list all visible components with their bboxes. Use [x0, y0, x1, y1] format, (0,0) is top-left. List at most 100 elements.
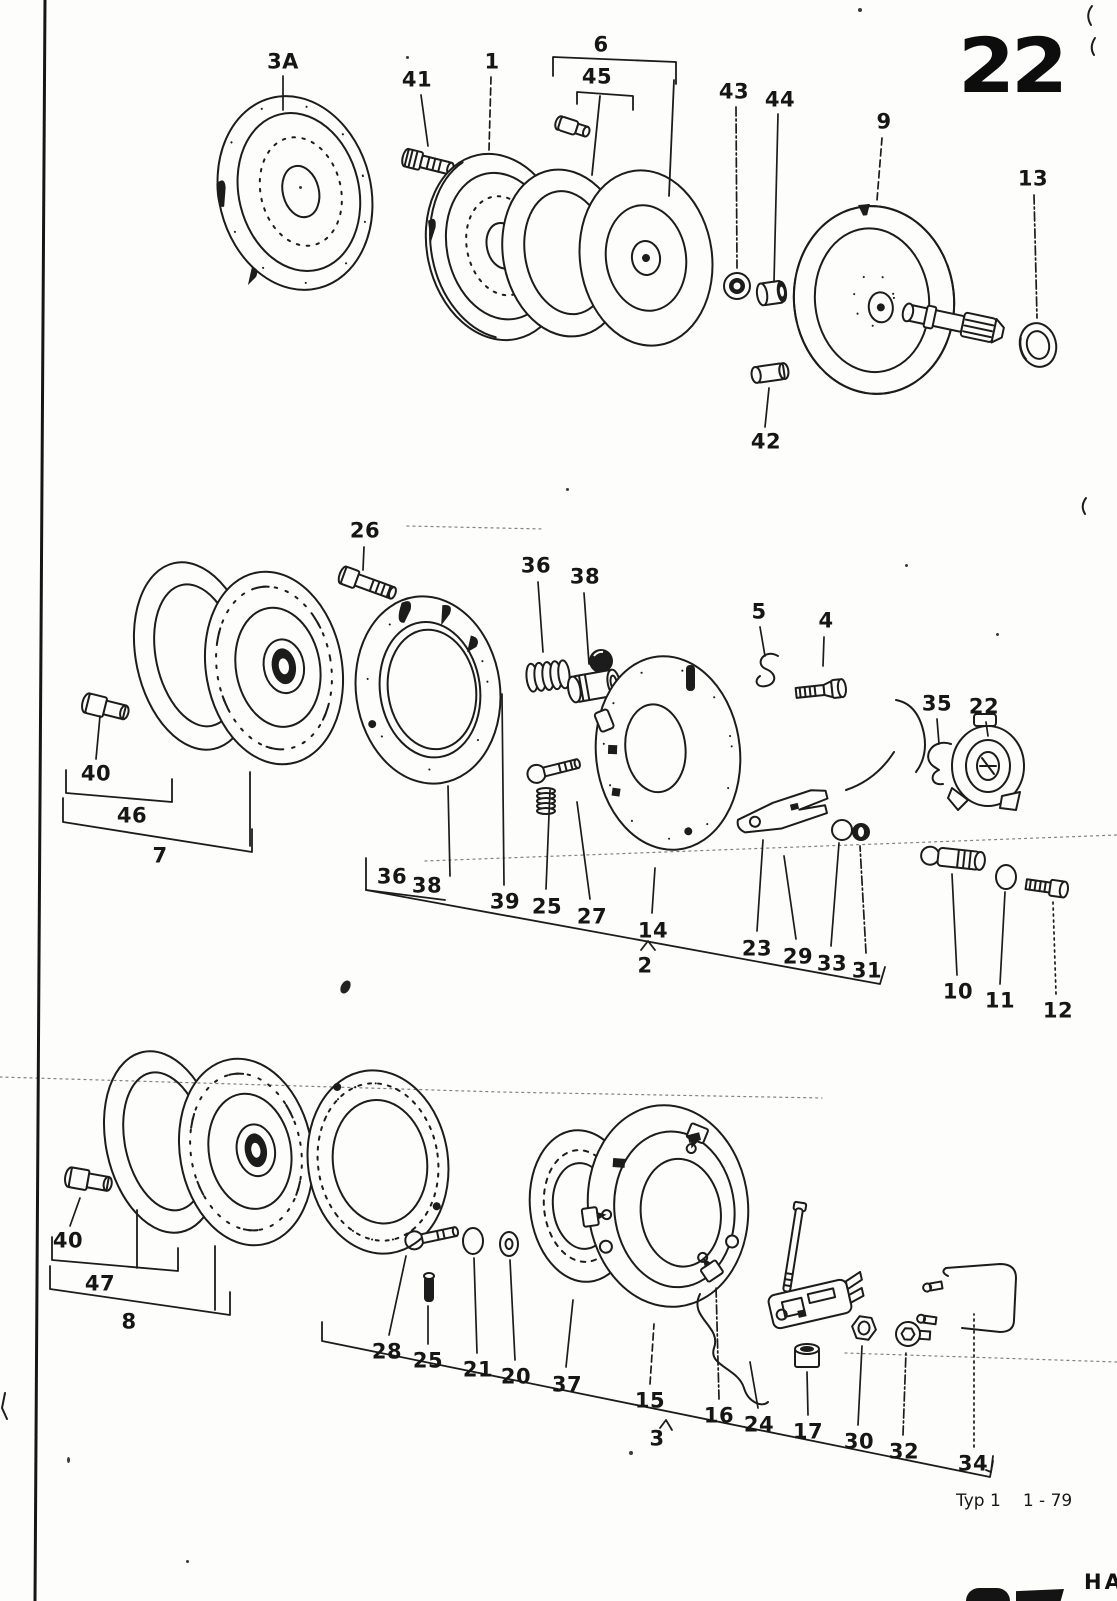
leader-line	[1033, 194, 1038, 319]
part-washer-21	[462, 1227, 484, 1255]
part-clutch-disc-mid	[203, 570, 345, 766]
part-sleeve-38	[566, 668, 622, 704]
part-wire-clip-34	[916, 1263, 1017, 1333]
leader-line	[583, 592, 590, 665]
callout-label-47: 47	[84, 1271, 116, 1296]
leader-line	[659, 1419, 673, 1431]
part-pressure-plate-3a	[216, 95, 374, 291]
callout-label-20: 20	[500, 1364, 532, 1389]
callout-label-38: 38	[569, 564, 601, 589]
page-margin-line	[33, 0, 47, 1601]
callout-label-27: 27	[576, 904, 608, 929]
callout-label-14: 14	[637, 918, 669, 943]
leader-line	[859, 845, 867, 954]
leader-line	[649, 1323, 655, 1385]
leader-line	[985, 721, 989, 737]
leader-line	[749, 1361, 759, 1409]
callout-label-17: 17	[792, 1419, 824, 1444]
callout-label-46: 46	[116, 803, 148, 828]
part-cap-nut-39	[589, 649, 613, 673]
callout-label-36: 36	[520, 553, 552, 578]
part-bolt-12	[1024, 878, 1070, 899]
part-pin-25-bottom	[423, 1272, 435, 1302]
callout-label-41: 41	[401, 67, 433, 92]
part-bolt-40-mid	[81, 692, 130, 721]
part-bolt-32	[895, 1321, 932, 1347]
footer-print-blob	[1016, 1589, 1064, 1601]
part-nut-30	[851, 1315, 877, 1341]
part-s-hook-5	[755, 652, 779, 688]
leader-line	[783, 855, 797, 940]
leader-line	[773, 113, 779, 283]
leader-line	[1052, 901, 1057, 995]
leader-line	[406, 525, 544, 530]
callout-label-43: 43	[718, 79, 750, 104]
leader-line	[735, 106, 738, 269]
page-number: 22	[958, 22, 1068, 111]
part-washer-20	[499, 1231, 519, 1257]
part-perforated-plate-2	[593, 655, 742, 851]
callout-label-39: 39	[489, 889, 521, 914]
leader-line	[501, 693, 505, 886]
leader-line	[764, 387, 770, 428]
scan-speck	[996, 633, 999, 636]
callout-label-15: 15	[634, 1388, 666, 1413]
callout-label-16: 16	[703, 1403, 735, 1428]
part-eye-bolt-28	[404, 1226, 460, 1251]
part-bolt-4	[794, 678, 847, 699]
callout-label-3: 3	[649, 1426, 665, 1451]
leader-line	[999, 891, 1006, 985]
callout-label-10: 10	[942, 979, 974, 1004]
part-lever-24	[767, 1270, 865, 1330]
leader-line	[668, 79, 675, 197]
leader-line	[844, 1352, 1117, 1363]
callout-label-32: 32	[888, 1439, 920, 1464]
part-release-fork-23	[736, 789, 829, 834]
scan-speck	[905, 564, 908, 567]
leader-line	[51, 1236, 179, 1272]
part-bushing-44	[755, 279, 788, 307]
leader-line	[651, 867, 656, 914]
leader-line	[537, 581, 544, 653]
part-pressure-plate-3	[580, 1104, 750, 1308]
callout-label-24: 24	[743, 1412, 775, 1437]
leader-line	[951, 873, 958, 976]
callout-label-7: 7	[152, 843, 168, 868]
callout-label-5: 5	[751, 599, 767, 624]
leader-line	[806, 1371, 809, 1416]
callout-label-44: 44	[764, 87, 796, 112]
scan-speck	[299, 186, 302, 189]
part-long-bolt-16	[782, 1200, 808, 1293]
callout-label-23: 23	[741, 936, 773, 961]
callout-label-4: 4	[818, 608, 834, 633]
leader-line	[62, 797, 253, 853]
corner-text: HA	[1084, 1570, 1117, 1594]
part-flywheel-9	[792, 203, 956, 395]
callout-label-40: 40	[52, 1228, 84, 1253]
part-bushing-31	[852, 823, 870, 841]
part-return-wire	[696, 1293, 769, 1406]
leader-line	[0, 1076, 823, 1099]
callout-label-34: 34	[957, 1451, 989, 1476]
callout-label-13: 13	[1017, 166, 1049, 191]
scan-speck	[67, 1457, 70, 1463]
part-release-bearing-22	[947, 713, 1025, 811]
part-bushing-42	[750, 362, 790, 384]
callout-label-36: 36	[376, 864, 408, 889]
leader-line	[576, 91, 634, 111]
leader-line	[49, 1265, 231, 1316]
part-washer-11	[995, 864, 1017, 890]
scan-speck	[406, 56, 409, 59]
footer-type-label: Typ 1	[956, 1491, 1001, 1511]
part-bearing-43	[723, 272, 751, 300]
callout-label-9: 9	[876, 109, 892, 134]
leader-line	[69, 1197, 81, 1227]
scan-speck	[566, 488, 569, 491]
leader-line	[830, 842, 840, 947]
part-riveted-ring-bottom	[306, 1069, 450, 1255]
leader-line	[420, 94, 429, 147]
callout-label-33: 33	[816, 951, 848, 976]
